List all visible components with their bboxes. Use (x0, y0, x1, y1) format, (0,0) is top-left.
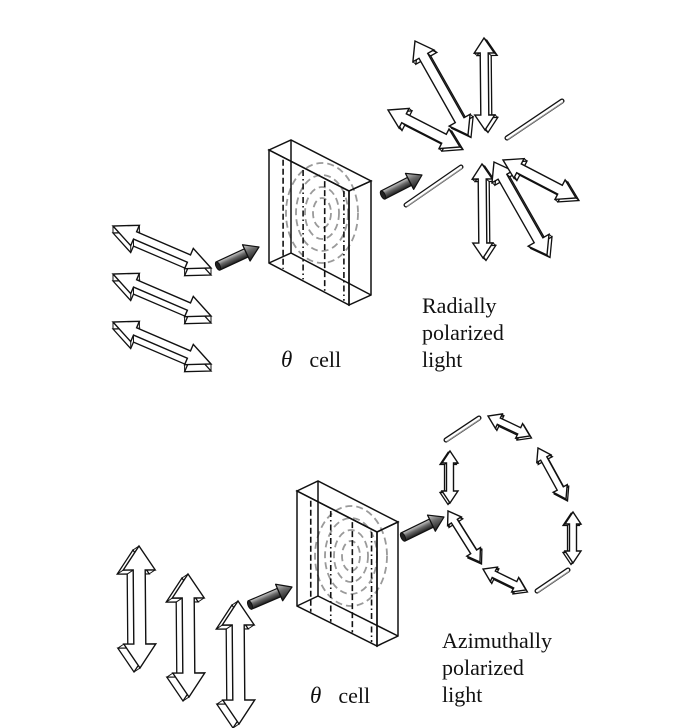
ring-1 (314, 505, 388, 607)
azimuthal-arrow-right (561, 510, 583, 566)
input-arrow-2-face (111, 272, 213, 318)
azimuthal-output-label-line-3: light (442, 682, 483, 707)
radial-rod-upper-right (504, 98, 565, 141)
cell-side-face (348, 179, 372, 307)
input-arrow-3 (111, 320, 213, 373)
beam-arrow-into-cell (214, 244, 260, 271)
cell-bottom-left-edge (268, 252, 292, 264)
radial-output-arrows (386, 36, 581, 262)
input-arrow-2 (111, 272, 213, 325)
beam-arrow-out-of-cell (399, 514, 445, 542)
azimuthal-arrow-bottom-face (481, 566, 528, 593)
ring-3 (333, 529, 369, 583)
radial-arrow-down-face (470, 162, 495, 260)
input-arrow-1-face (111, 224, 213, 270)
ring-4 (312, 197, 332, 229)
cell-front-face (268, 148, 350, 307)
input-arrow-2-edge-line (182, 696, 190, 702)
cell-word: cell (338, 683, 371, 708)
azimuthal-arrow-top (486, 413, 533, 441)
radial-panel (111, 36, 581, 373)
azimuthal-arrow-left-face (440, 449, 460, 505)
input-arrow-3-edge-line (232, 723, 240, 728)
radial-arrow-upper-left (412, 39, 474, 139)
input-arrow-1-face (121, 544, 158, 670)
input-arrow-2-face (170, 572, 207, 699)
azimuthal-arrow-right-face (563, 510, 583, 565)
input-linear-polarization-arrows (111, 224, 213, 373)
azimuthal-arrow-upper-right-face (535, 446, 569, 501)
radial-arrow-up (472, 36, 500, 134)
cell-back-bottom-edge (317, 595, 399, 637)
ring-1 (285, 162, 359, 264)
radial-output-label: Radially polarized light (422, 292, 504, 373)
input-arrow-2-edge-line (166, 672, 174, 678)
input-arrow-2 (164, 572, 207, 703)
azimuthal-output-label-line-1: Azimuthally (442, 628, 552, 653)
radial-arrow-left-face (386, 107, 462, 150)
input-arrow-1-edge-line (133, 667, 141, 673)
input-arrow-3-face (220, 599, 257, 726)
radial-arrow-upper-left-face (412, 39, 471, 137)
input-arrow-1 (111, 224, 213, 277)
theta-symbol: θ (310, 683, 322, 708)
azimuthal-arrow-left (438, 449, 460, 506)
radial-rod-lower-left (403, 164, 464, 208)
radial-arrow-right-face (501, 157, 578, 201)
azimuthal-output-label: Azimuthally polarized light (442, 627, 552, 708)
concentric-ring-pattern (314, 505, 388, 607)
cell-top-face (267, 139, 373, 192)
cell-back-bottom-edge (290, 252, 372, 296)
input-arrow-3-edge-line (216, 699, 224, 705)
cell-word: cell (309, 347, 342, 372)
ring-4 (341, 540, 361, 572)
theta-cell (267, 139, 373, 307)
azimuthal-rod-lower-right (534, 567, 571, 594)
azimuthal-output-arrows (438, 413, 583, 595)
ring-2 (295, 174, 349, 252)
concentric-ring-pattern (285, 162, 359, 264)
input-arrow-1-edge-line (117, 643, 125, 649)
ring-3 (304, 186, 340, 240)
input-arrow-1-edge-line (126, 569, 134, 575)
input-arrow-1 (115, 544, 158, 674)
azimuthal-arrow-lower-left-face (446, 509, 482, 564)
radial-output-label-line-1: Radially (422, 293, 497, 318)
theta-cell (295, 480, 400, 648)
input-vertical-polarization-arrows (115, 544, 257, 728)
theta-symbol: θ (281, 347, 293, 372)
director-lines (282, 159, 345, 301)
radial-output-label-line-3: light (422, 347, 463, 372)
radial-arrow-left (386, 107, 465, 152)
radial-arrow-right (501, 157, 581, 203)
azimuthal-rod-upper-left (443, 415, 482, 443)
beam-arrow-out-of-cell (379, 172, 423, 200)
cell-bottom-left-edge (296, 595, 319, 607)
beam-arrow-into-cell (246, 583, 293, 610)
input-arrow-3-edge-line (225, 624, 233, 630)
input-arrow-3-face (111, 320, 213, 366)
radial-output-label-line-2: polarized (422, 320, 504, 345)
input-arrow-3 (214, 599, 257, 728)
radial-arrow-lower-right-face (491, 160, 550, 257)
azimuthal-arrow-upper-right (535, 446, 570, 503)
azimuthal-output-label-line-2: polarized (442, 655, 524, 680)
azimuthal-panel (115, 413, 583, 728)
cell-front-face (296, 489, 378, 648)
azimuthal-arrow-lower-left (446, 509, 483, 565)
azimuthal-arrow-top-face (486, 413, 532, 439)
input-arrow-2-edge-line (175, 597, 183, 603)
director-lines (309, 500, 373, 643)
radial-arrow-down (470, 162, 498, 262)
azimuthal-arrow-bottom (481, 566, 529, 595)
radial-arrow-up-face (472, 36, 497, 132)
